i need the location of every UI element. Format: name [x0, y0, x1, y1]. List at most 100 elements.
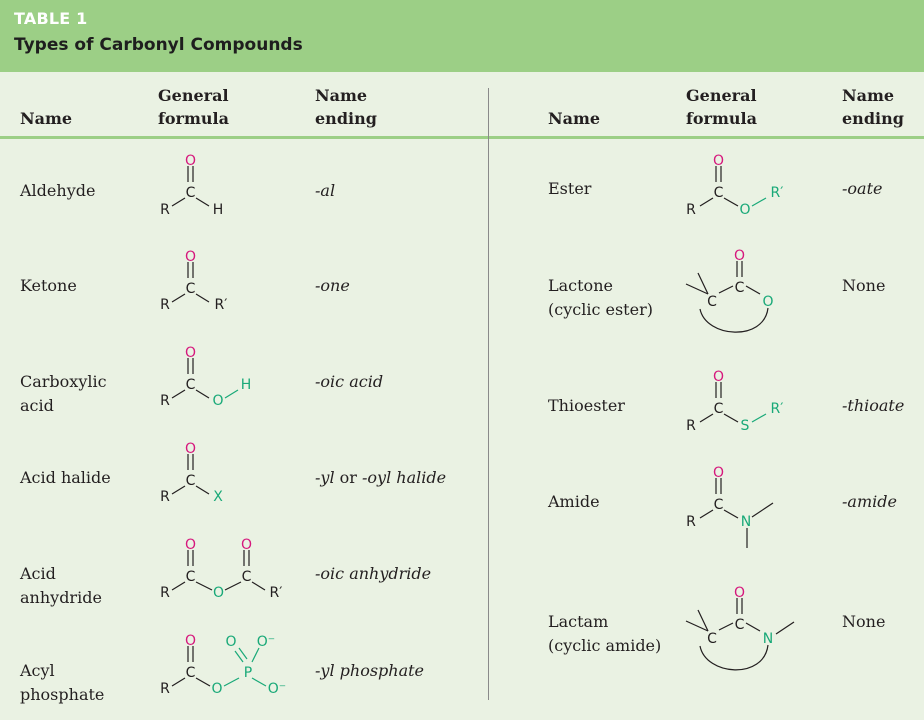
ester-formula: O C R O R′ — [686, 153, 783, 218]
thioester-formula: O C R S R′ — [686, 369, 783, 434]
atom-r: R — [160, 297, 170, 313]
col-header-text: formula — [686, 109, 757, 128]
atom-s: S — [741, 418, 750, 434]
atom-r-prime: R′ — [771, 401, 784, 417]
col-header-formula-right: General formula — [686, 84, 757, 130]
row-name-ester: Ester — [548, 179, 592, 198]
header-rule — [0, 136, 924, 139]
atom-o-minus: O⁻ — [268, 681, 286, 697]
name-line: anhydride — [20, 588, 102, 607]
atom-h: H — [213, 202, 224, 218]
row-ending-carboxylic-acid: -oic acid — [315, 372, 384, 391]
atom-c: C — [186, 569, 196, 585]
atom-r: R — [160, 489, 170, 505]
atom-c: C — [186, 377, 196, 393]
row-ending-lactone: None — [842, 276, 886, 295]
row-ending-acyl-phosphate: -yl phosphate — [315, 661, 425, 680]
atom-r: R — [686, 514, 696, 530]
atom-o: O — [241, 537, 252, 553]
name-line: acid — [20, 396, 54, 415]
atom-r-prime: R′ — [215, 297, 228, 313]
atom-r: R — [160, 681, 170, 697]
atom-c: C — [186, 185, 196, 201]
row-name-ketone: Ketone — [20, 276, 77, 295]
atom-n: N — [741, 514, 751, 530]
atom-o: O — [185, 441, 196, 457]
atom-o: O — [185, 633, 196, 649]
acid-anhydride-formula: O C R O O C R′ — [160, 537, 282, 601]
atom-o: O — [185, 249, 196, 265]
table-title: Types of Carbonyl Compounds — [14, 35, 303, 55]
ending-part: -yl — [315, 468, 335, 487]
name-line: (cyclic ester) — [548, 300, 653, 319]
atom-r: R — [160, 585, 170, 601]
row-ending-lactam: None — [842, 612, 886, 631]
name-line: (cyclic amide) — [548, 636, 662, 655]
atom-r: R — [686, 418, 696, 434]
col-header-formula-left: General formula — [158, 84, 229, 130]
atom-h: H — [241, 377, 252, 393]
row-name-acid-anhydride: Acid anhydride — [20, 562, 102, 610]
atom-c: C — [186, 281, 196, 297]
col-header-ending-right: Name ending — [842, 84, 904, 130]
atom-c: C — [735, 280, 745, 296]
atom-o: O — [213, 585, 224, 601]
atom-p: P — [244, 665, 252, 681]
atom-o: O — [185, 537, 196, 553]
name-line: Acid — [20, 564, 56, 583]
atom-r: R — [160, 202, 170, 218]
row-name-lactone: Lactone (cyclic ester) — [548, 274, 653, 322]
row-ending-ketone: -one — [315, 276, 350, 295]
row-name-acid-halide: Acid halide — [20, 468, 111, 487]
acyl-phosphate-formula: O C R O P O O⁻ O⁻ — [160, 633, 286, 697]
atom-o: O — [739, 202, 750, 218]
atom-o: O — [734, 585, 745, 601]
row-name-lactam: Lactam (cyclic amide) — [548, 610, 661, 658]
col-header-ending-left: Name ending — [315, 84, 377, 130]
atom-o: O — [762, 294, 773, 310]
row-name-carboxylic-acid: Carboxylic acid — [20, 370, 107, 418]
aldehyde-formula: O C R H — [160, 153, 223, 218]
col-header-text: formula — [158, 109, 229, 128]
atom-o: O — [713, 369, 724, 385]
atom-c: C — [707, 631, 717, 647]
atom-c: C — [714, 497, 724, 513]
atom-o: O — [734, 248, 745, 264]
atom-c: C — [186, 665, 196, 681]
row-ending-aldehyde: -al — [315, 181, 336, 200]
atom-c: C — [714, 401, 724, 417]
col-header-text: General — [158, 86, 229, 105]
ketone-formula: O C R R′ — [160, 249, 227, 313]
atom-o: O — [713, 465, 724, 481]
row-ending-ester: -oate — [842, 179, 883, 198]
atom-r: R — [686, 202, 696, 218]
table-header-banner: TABLE 1 Types of Carbonyl Compounds — [0, 0, 924, 72]
atom-c: C — [186, 473, 196, 489]
atom-r: R — [160, 393, 170, 409]
atom-o-minus: O⁻ — [257, 634, 275, 650]
name-line: Acyl — [20, 661, 55, 680]
col-header-name-left: Name — [20, 109, 73, 128]
atom-o: O — [211, 681, 222, 697]
ending-part: or — [334, 468, 363, 487]
col-header-text: Name — [315, 86, 368, 105]
row-ending-acid-anhydride: -oic anhydride — [315, 564, 432, 583]
name-line: phosphate — [20, 685, 105, 704]
row-ending-acid-halide: -yl or -oyl halide — [315, 466, 446, 490]
atom-r-prime: R′ — [771, 185, 784, 201]
col-header-name-right: Name — [548, 109, 601, 128]
atom-o: O — [713, 153, 724, 169]
atom-c: C — [242, 569, 252, 585]
lactam-formula: O C C N — [685, 585, 795, 671]
col-header-text: ending — [315, 109, 377, 128]
row-name-acyl-phosphate: Acyl phosphate — [20, 659, 104, 707]
atom-c: C — [714, 185, 724, 201]
atom-o: O — [212, 393, 223, 409]
amide-formula: O C R N — [686, 465, 774, 548]
atom-c: C — [735, 617, 745, 633]
row-ending-thioester: -thioate — [842, 396, 905, 415]
name-line: Lactone — [548, 276, 613, 295]
name-line: Lactam — [548, 612, 609, 631]
row-name-aldehyde: Aldehyde — [20, 181, 96, 200]
